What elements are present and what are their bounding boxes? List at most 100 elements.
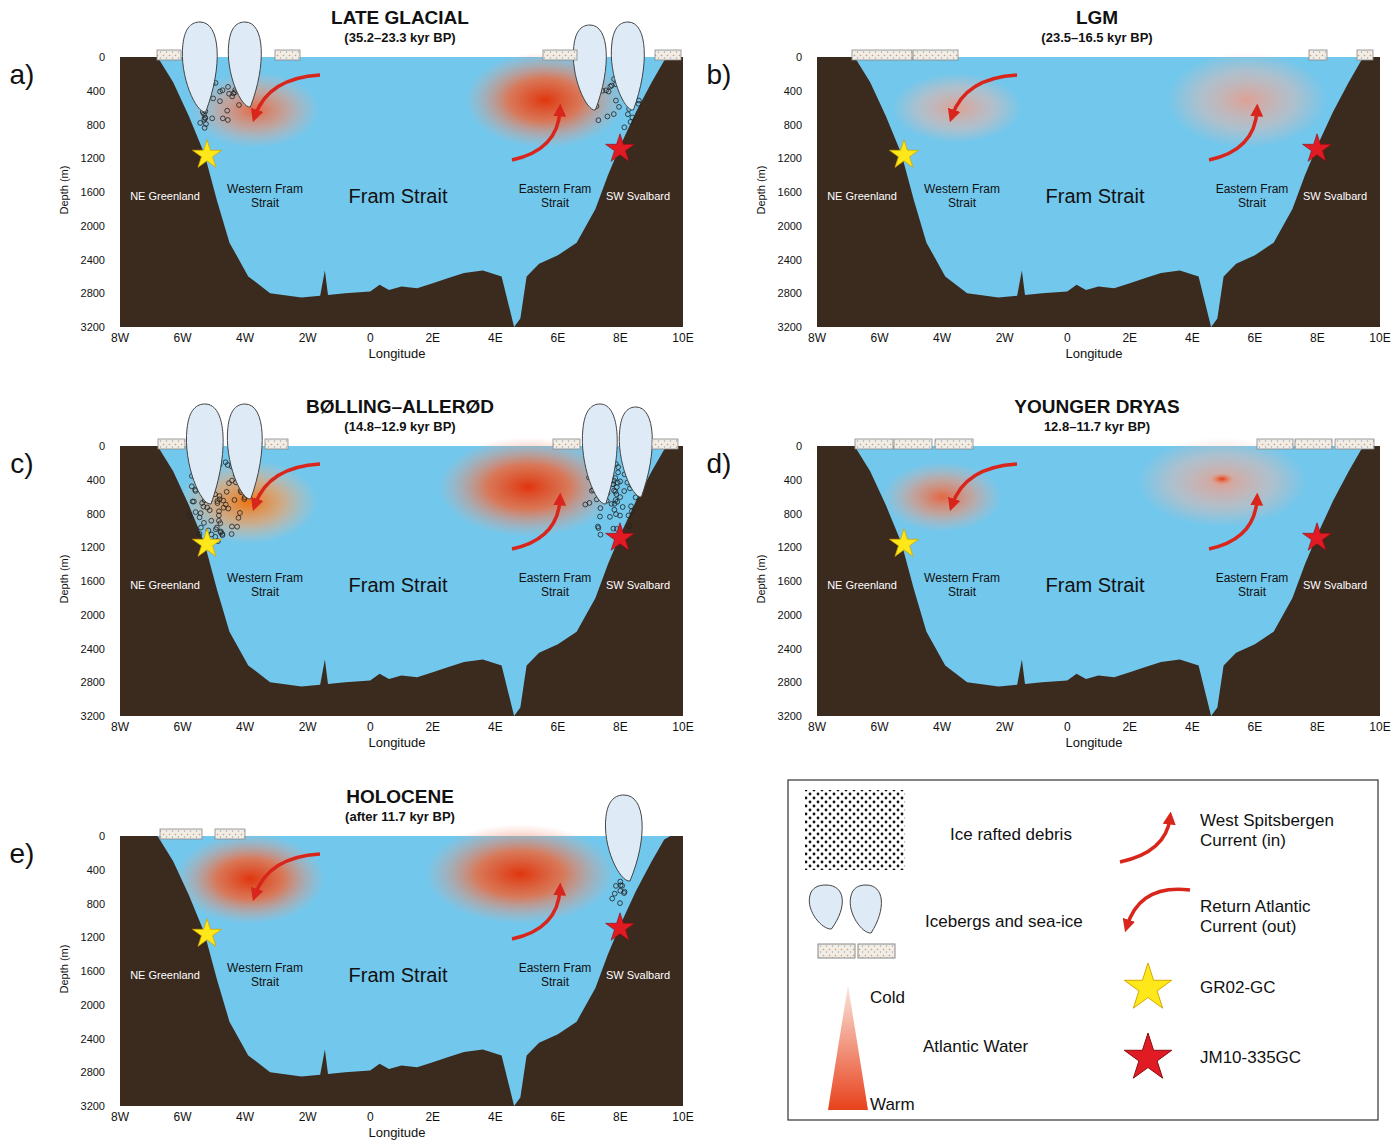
depth-tick: 2000 bbox=[81, 608, 105, 621]
longitude-tick: 2E bbox=[1122, 332, 1137, 346]
region-label: Fram Strait bbox=[349, 964, 448, 987]
ird-clast bbox=[218, 99, 223, 104]
depth-tick: 400 bbox=[87, 473, 105, 486]
region-label: Western Fram Strait bbox=[223, 183, 308, 211]
longitude-tick: 6W bbox=[174, 721, 192, 735]
legend-text: Return Atlantic Current (out) bbox=[1200, 897, 1365, 936]
ird-clast bbox=[225, 118, 230, 123]
ird-clast bbox=[636, 101, 641, 106]
period-name: LATE GLACIAL bbox=[331, 7, 469, 29]
core-star bbox=[606, 913, 635, 941]
period-age: (after 11.7 kyr BP) bbox=[345, 809, 455, 824]
panel-title: HOLOCENE(after 11.7 kyr BP) bbox=[345, 786, 455, 824]
sea-ice bbox=[160, 829, 202, 839]
ird-clast bbox=[608, 84, 613, 89]
iceberg-sample bbox=[809, 885, 842, 929]
iceberg-sample bbox=[850, 885, 881, 933]
ird-clast bbox=[614, 883, 619, 888]
longitude-tick: 4E bbox=[1185, 332, 1200, 346]
panel-letter: a) bbox=[10, 59, 35, 91]
sea-ice bbox=[553, 439, 580, 449]
ird-clast bbox=[230, 94, 235, 99]
iceberg bbox=[573, 25, 606, 110]
ird-clast bbox=[224, 489, 229, 494]
depth-tick: 400 bbox=[87, 863, 105, 876]
longitude-tick: 8E bbox=[1310, 332, 1325, 346]
depth-tick: 0 bbox=[99, 440, 105, 453]
iceberg bbox=[182, 22, 217, 112]
cross-section bbox=[120, 22, 683, 327]
core-star-sample bbox=[1124, 1033, 1171, 1078]
depth-tick: 400 bbox=[87, 84, 105, 97]
region-label: Fram Strait bbox=[349, 185, 448, 208]
depth-tick: 1200 bbox=[778, 152, 802, 165]
depth-tick: 2800 bbox=[81, 676, 105, 689]
longitude-tick: 2W bbox=[996, 332, 1014, 346]
sea-ice bbox=[543, 50, 577, 60]
panel-letter: b) bbox=[707, 59, 732, 91]
axis-title: Longitude bbox=[368, 736, 425, 751]
longitude-tick: 2W bbox=[299, 332, 317, 346]
longitude-tick: 0 bbox=[1064, 721, 1071, 735]
ird-clast bbox=[612, 891, 617, 896]
region-label: NE Greenland bbox=[130, 579, 200, 592]
region-label: Western Fram Strait bbox=[223, 962, 308, 990]
longitude-tick: 6E bbox=[1248, 332, 1263, 346]
region-label: Eastern Fram Strait bbox=[1210, 183, 1295, 211]
depth-tick: 400 bbox=[784, 84, 802, 97]
longitude-tick: 10E bbox=[672, 721, 693, 735]
ird-clast bbox=[622, 125, 627, 130]
ird-clast bbox=[211, 96, 216, 101]
longitude-tick: 4W bbox=[933, 721, 951, 735]
core-star bbox=[890, 140, 919, 168]
depth-tick: 2400 bbox=[81, 1032, 105, 1045]
longitude-tick: 2E bbox=[425, 332, 440, 346]
sea-ice bbox=[652, 439, 678, 449]
longitude-tick: 6E bbox=[551, 721, 566, 735]
sea-ice bbox=[1309, 50, 1327, 60]
sea-ice bbox=[894, 439, 932, 449]
longitude-tick: 4E bbox=[488, 332, 503, 346]
return-current-arrow bbox=[952, 464, 1017, 505]
region-label: Western Fram Strait bbox=[920, 183, 1005, 211]
period-name: LGM bbox=[1041, 7, 1152, 29]
longitude-tick: 8E bbox=[1310, 721, 1325, 735]
ird-clast bbox=[223, 460, 228, 465]
sea-ice bbox=[215, 829, 245, 839]
region-label: NE Greenland bbox=[827, 190, 897, 203]
sea-ice-sample bbox=[818, 944, 855, 958]
depth-tick: 2800 bbox=[81, 287, 105, 300]
depth-tick: 1200 bbox=[81, 931, 105, 944]
ird-clast bbox=[622, 891, 627, 896]
longitude-tick: 6E bbox=[1248, 721, 1263, 735]
core-star bbox=[1303, 523, 1332, 551]
ird-clast bbox=[227, 481, 232, 486]
return-current-arrow bbox=[952, 75, 1017, 116]
iceberg bbox=[582, 404, 617, 504]
depth-tick: 1600 bbox=[81, 575, 105, 588]
region-label: SW Svalbard bbox=[606, 190, 670, 203]
region-label: Eastern Fram Strait bbox=[513, 183, 598, 211]
seafloor bbox=[120, 836, 683, 1106]
sea-ice bbox=[158, 439, 185, 449]
sea-ice bbox=[1335, 439, 1374, 449]
ird-clast bbox=[217, 509, 222, 514]
ird-clast bbox=[215, 499, 220, 504]
depth-tick: 3200 bbox=[778, 321, 802, 334]
panel-title: LGM(23.5–16.5 kyr BP) bbox=[1041, 7, 1152, 45]
depth-tick: 1200 bbox=[778, 541, 802, 554]
cross-section bbox=[817, 50, 1380, 327]
depth-tick: 3200 bbox=[81, 321, 105, 334]
wsc-arrow bbox=[512, 110, 560, 160]
ird-clast bbox=[226, 84, 231, 89]
panel-title: BØLLING–ALLERØD(14.8–12.9 kyr BP) bbox=[306, 396, 494, 434]
core-star-sample bbox=[1124, 963, 1171, 1008]
ird-clast bbox=[629, 504, 634, 509]
wsc-arrow-sample bbox=[1120, 818, 1170, 862]
iceberg bbox=[619, 407, 652, 497]
longitude-tick: 6W bbox=[871, 721, 889, 735]
ird-clast bbox=[620, 505, 625, 510]
axis-title: Depth (m) bbox=[755, 555, 768, 604]
ird-clast bbox=[627, 524, 632, 529]
